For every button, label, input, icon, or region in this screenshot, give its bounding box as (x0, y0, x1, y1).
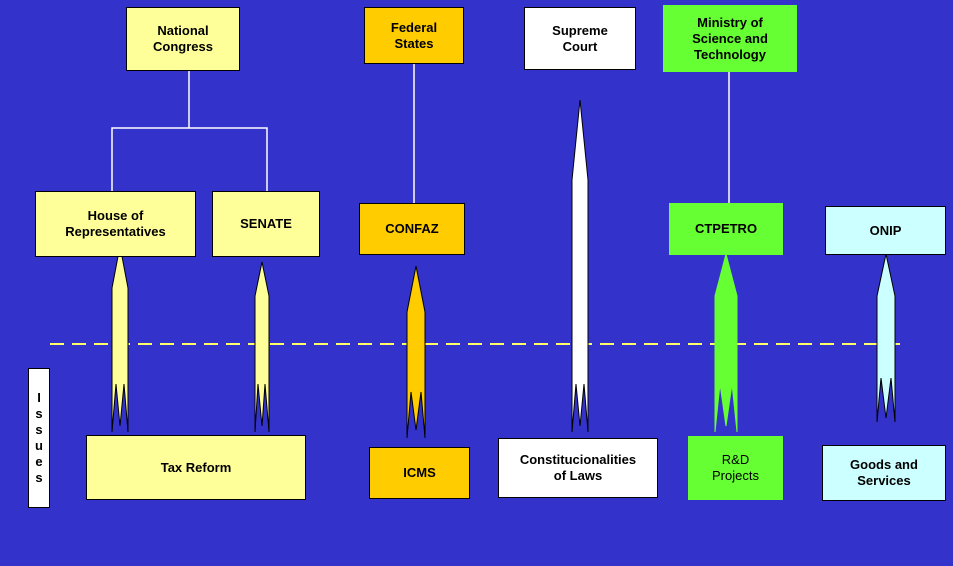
issues-letter: u (35, 438, 43, 453)
confaz-arrow (406, 265, 426, 439)
senate-arrow (254, 261, 270, 433)
issues-letter: e (35, 454, 43, 469)
house-arrow (111, 245, 129, 433)
issues-letter: s (35, 470, 43, 485)
house-of-representatives-box: House of Representatives (35, 191, 196, 257)
icms-box: ICMS (369, 447, 470, 499)
tax-reform-box: Tax Reform (86, 435, 306, 500)
supreme-court-box: Supreme Court (524, 7, 636, 70)
congress-branch-connector (111, 127, 268, 191)
onip-box: ONIP (825, 206, 946, 255)
confaz-box: CONFAZ (359, 203, 465, 255)
ministry-box: Ministry of Science and Technology (663, 5, 797, 72)
supreme-court-arrow (571, 99, 589, 433)
issues-letter: s (35, 406, 43, 421)
rd-projects-box: R&D Projects (688, 436, 783, 500)
national-congress-box: National Congress (126, 7, 240, 71)
federal-states-box: Federal States (364, 7, 464, 64)
senate-box: SENATE (212, 191, 320, 257)
issues-letter: s (35, 422, 43, 437)
issues-letter: I (37, 390, 41, 405)
constitutionalities-box: Constitucionalities of Laws (498, 438, 658, 498)
ctpetro-arrow (714, 252, 738, 433)
goods-and-services-box: Goods and Services (822, 445, 946, 501)
arrows (111, 99, 896, 439)
onip-arrow (876, 253, 896, 423)
ctpetro-box: CTPETRO (669, 203, 783, 255)
connector-lines (111, 64, 730, 203)
